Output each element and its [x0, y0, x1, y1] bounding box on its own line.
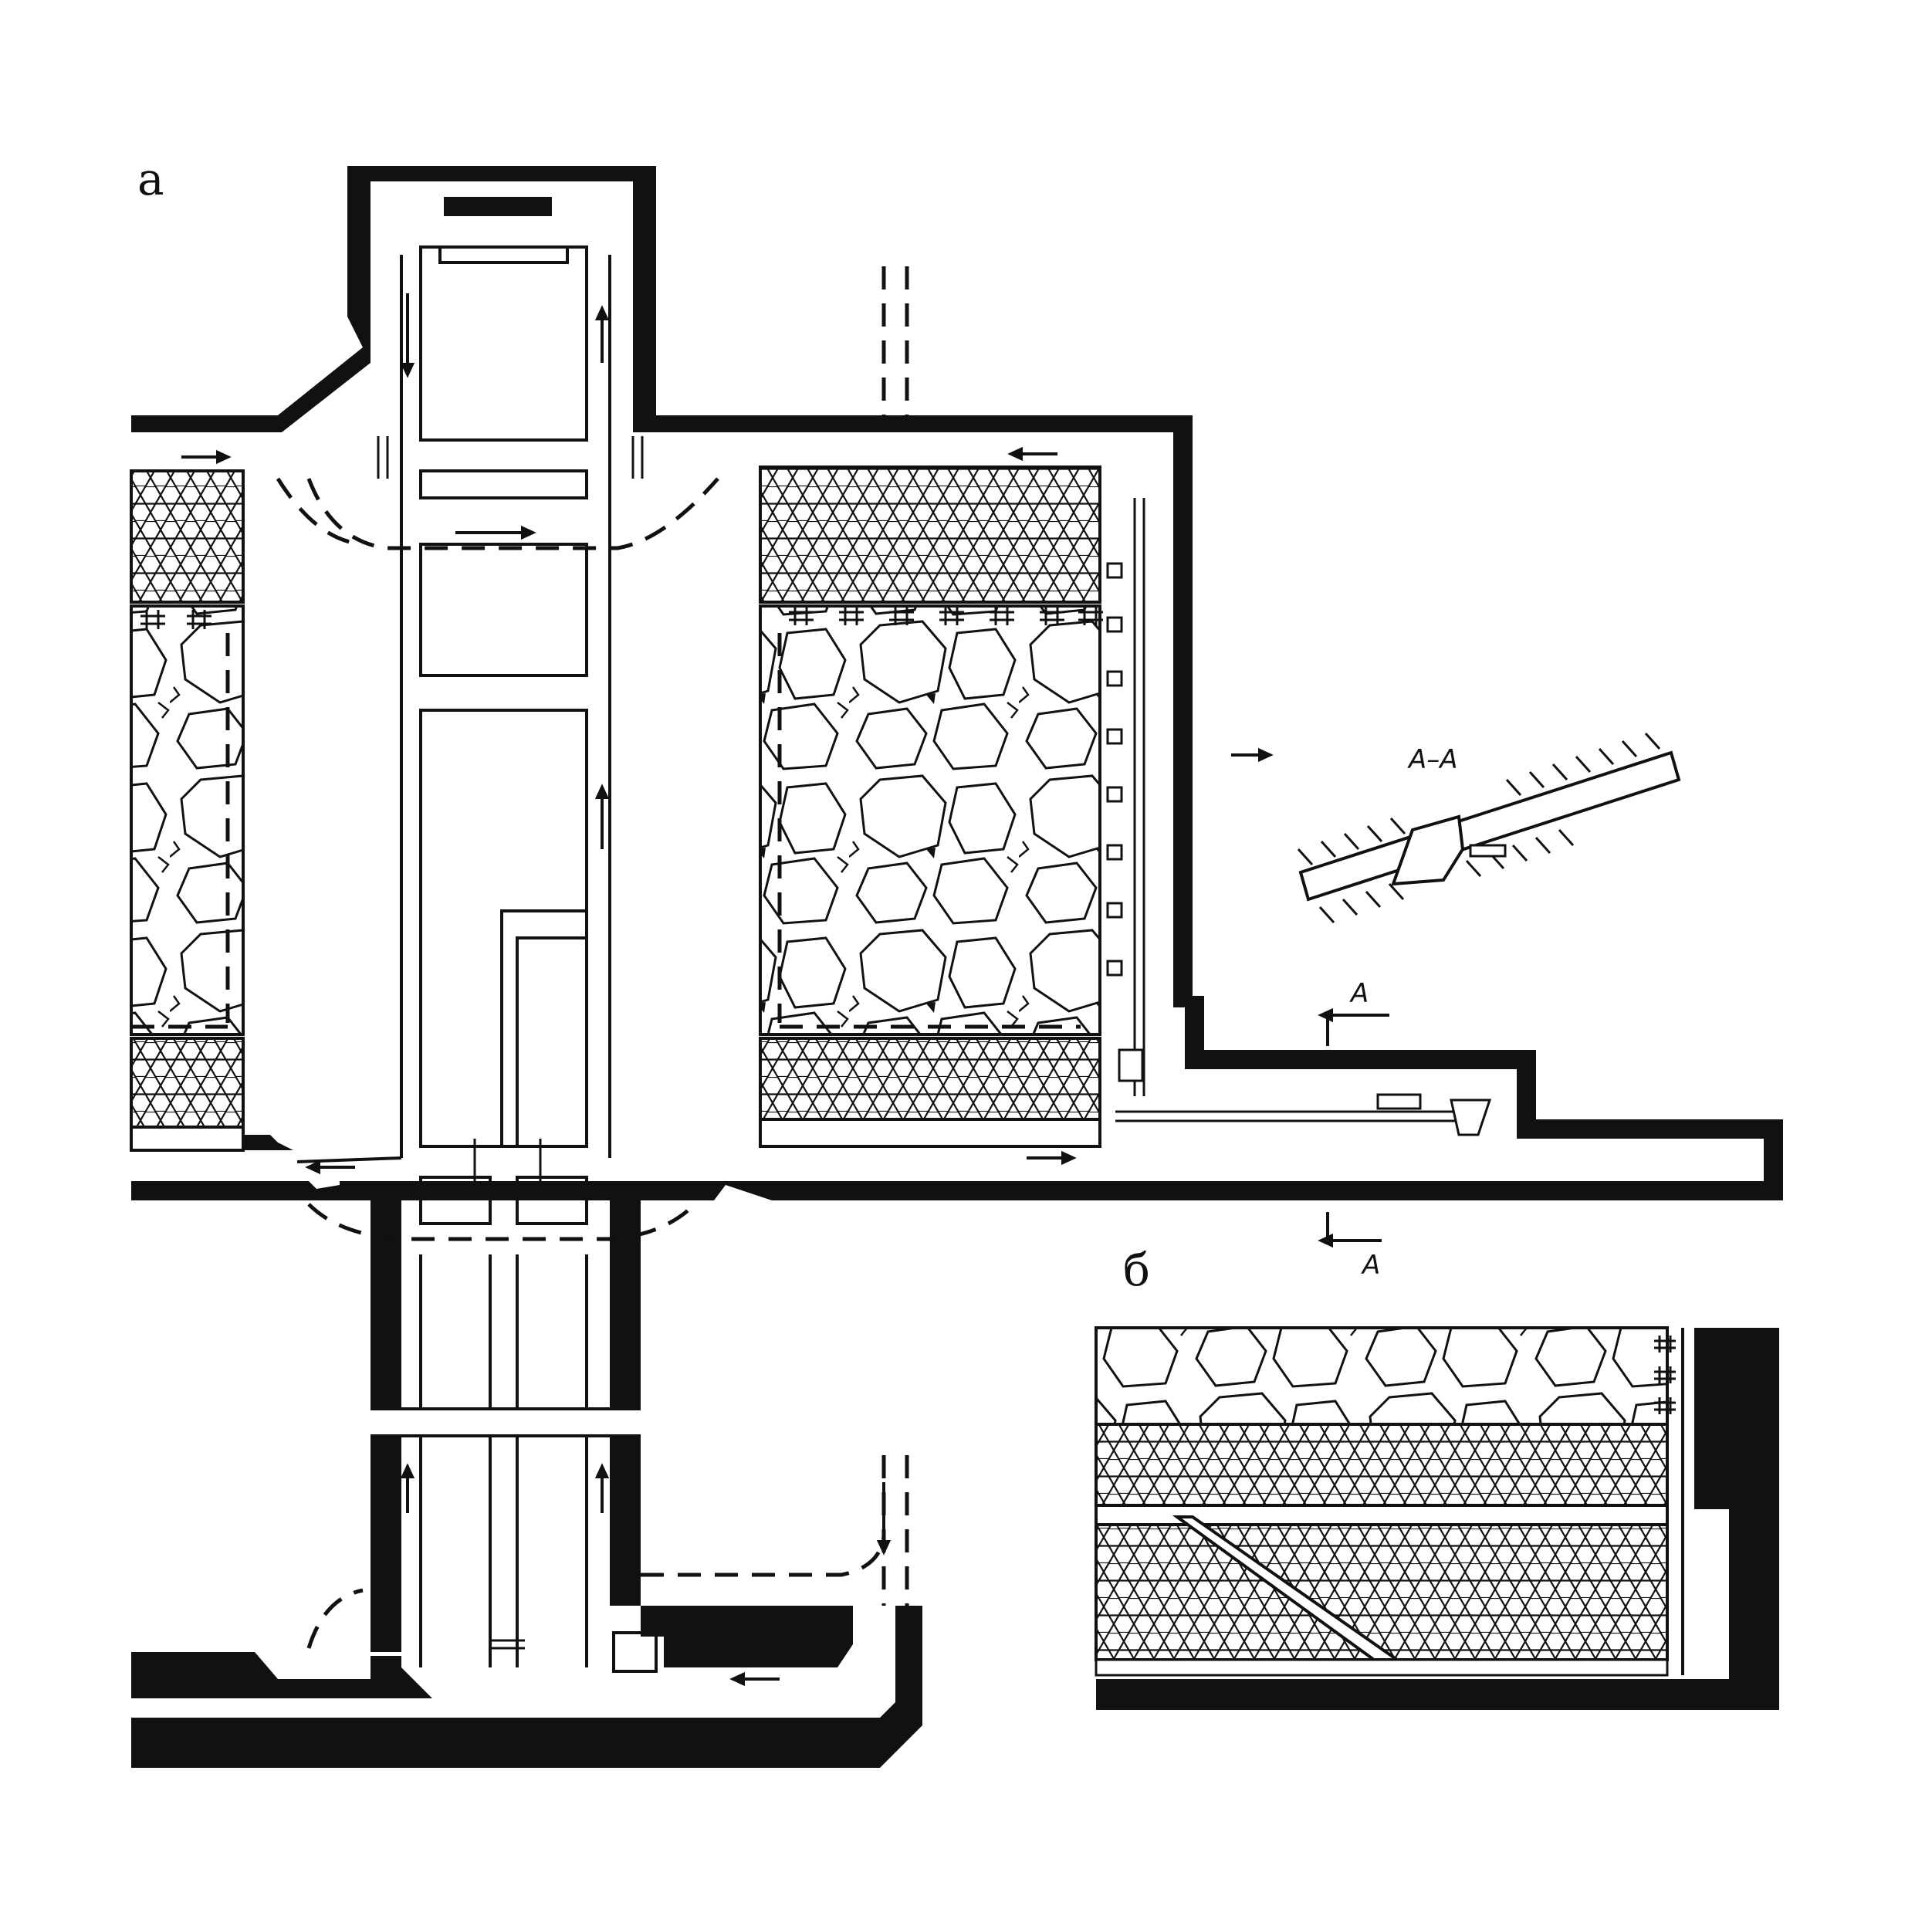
panel-b-wall — [1096, 1328, 1779, 1710]
raise-ladder — [1106, 498, 1492, 1136]
panel-b-backfill-upper — [1095, 1423, 1669, 1507]
panel-a-plan: А А — [130, 166, 1783, 1768]
section-mark-top: А — [1349, 978, 1369, 1009]
panel-b-backfill-lower — [1095, 1523, 1669, 1661]
lower-shaft-lines — [370, 1254, 658, 1673]
section-a-a: А–А — [1297, 732, 1681, 924]
section-hatching — [1297, 732, 1661, 924]
direction-arrows — [181, 293, 1274, 1687]
right-ore-block — [759, 604, 1101, 1036]
section-cut-marks — [1318, 1007, 1389, 1248]
right-sill — [759, 1118, 1101, 1148]
chamber-cap — [444, 197, 552, 216]
haulage-drift — [131, 1150, 1764, 1181]
section-incline — [1298, 750, 1681, 902]
section-mark-bottom: А — [1361, 1250, 1380, 1281]
central-shaft — [296, 245, 611, 1225]
panel-b-ore — [1095, 1326, 1669, 1426]
section-title: А–А — [1407, 744, 1458, 775]
lower-shaft-wall — [370, 1193, 641, 1652]
bottom-level-wall — [131, 1606, 922, 1768]
right-backfill-upper — [759, 465, 1101, 604]
section-cart — [1469, 844, 1507, 858]
panel-b-grid-marks — [1654, 1336, 1676, 1414]
ventilation-routes — [131, 266, 1081, 1649]
section-trough — [1391, 814, 1465, 886]
vent-doors — [377, 436, 644, 1650]
panel-b-floor — [1095, 1658, 1669, 1677]
right-grid-marks — [789, 606, 1103, 625]
upper-drift — [131, 444, 1105, 467]
left-ore-block — [130, 604, 245, 1036]
left-grid-marks — [140, 610, 211, 629]
right-backfill-lower — [759, 1037, 1101, 1121]
panel-b-label: б — [1123, 1244, 1150, 1296]
panel-b-section — [1095, 1326, 1779, 1710]
left-backfill-lower — [130, 1037, 245, 1129]
left-sill — [130, 1126, 245, 1152]
left-backfill-upper — [130, 469, 245, 604]
panel-a-label: а — [137, 153, 164, 205]
